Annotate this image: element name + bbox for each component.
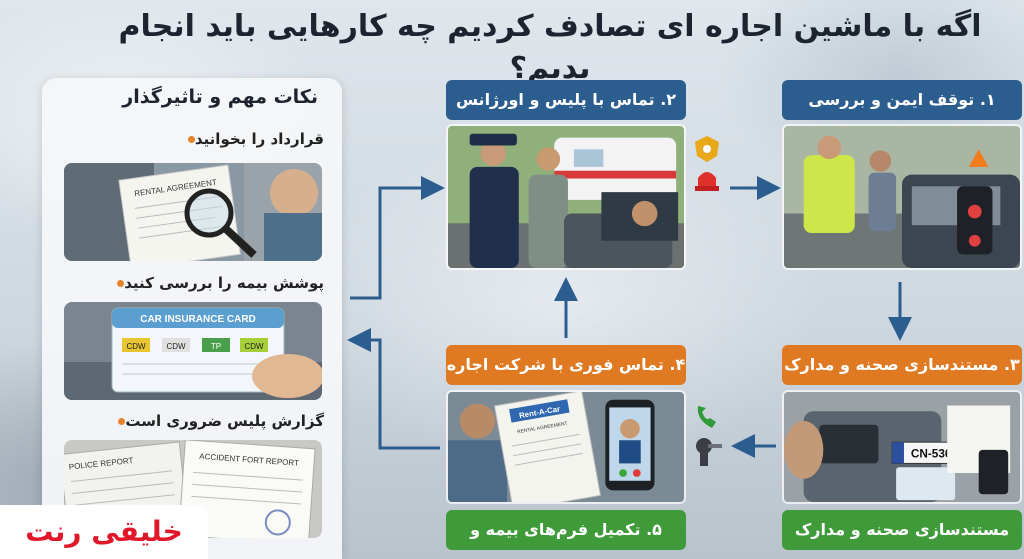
warning-triangle-icon xyxy=(968,149,989,167)
bullet-dot-icon xyxy=(187,136,195,143)
brand-logo: خلیقی رنت xyxy=(0,505,208,559)
contact-icons xyxy=(696,406,722,466)
stamp-icon xyxy=(264,509,291,536)
svg-text:CDW: CDW xyxy=(126,342,146,351)
insurance-card-heading: CAR INSURANCE CARD xyxy=(140,314,256,325)
step-4-header: ۴. تماس فوری با شرکت اجاره xyxy=(446,345,686,385)
step-3-header: ۳. مستندسازی صحنه و مدارک xyxy=(782,345,1022,385)
step-1-image xyxy=(782,124,1022,270)
magnifier-icon xyxy=(184,188,234,238)
id-card-icon xyxy=(896,467,956,501)
tip-label: قرارداد را بخوانید xyxy=(194,130,324,148)
tip-label: پوشش بیمه را بررسی کنید xyxy=(124,274,324,292)
end-call-icon xyxy=(632,469,641,477)
step-3-image: CN-53611 xyxy=(782,390,1022,504)
step-2-header: ۲. تماس با پلیس و اورژانس xyxy=(446,80,686,120)
step-5-header: ۵. تکمیل فرم‌های بیمه و گزارش xyxy=(446,510,686,550)
police-cap-icon xyxy=(469,133,517,146)
car-key-icon xyxy=(696,438,712,454)
insurance-card-image: CAR INSURANCE CARD CDW CDW TP CDW xyxy=(64,302,322,400)
arrow-tips-to-step2 xyxy=(350,176,445,300)
tip-check-insurance: پوشش بیمه را بررسی کنید xyxy=(52,274,324,292)
siren-icon xyxy=(698,172,716,186)
tip-read-contract: قرارداد را بخوانید xyxy=(52,130,324,148)
arrow-step4-to-tips xyxy=(347,328,440,450)
accept-call-icon xyxy=(619,469,627,477)
tip-label: گزارش پلیس ضروری است xyxy=(125,412,324,430)
tips-title: نکات مهم و تاثیرگذار xyxy=(122,86,318,108)
svg-text:CDW: CDW xyxy=(244,342,264,351)
svg-text:TP: TP xyxy=(211,342,221,351)
step-2-image xyxy=(446,124,686,270)
contract-image: RENTAL AGREEMENT xyxy=(64,163,322,261)
tip-police-report: گزارش پلیس ضروری است xyxy=(52,412,324,430)
emergency-icons xyxy=(695,136,719,191)
camera-phone-icon xyxy=(819,424,879,464)
step-6-header: مستندسازی صحنه و مدارک xyxy=(782,510,1022,550)
page-title: اگه با ماشین اجاره ای تصادف کردیم چه کار… xyxy=(118,9,982,86)
svg-text:CDW: CDW xyxy=(166,342,186,351)
bullet-dot-icon xyxy=(117,280,125,287)
bullet-dot-icon xyxy=(118,418,126,425)
phone-ring-icon xyxy=(697,406,716,428)
step-4-image: Rent-A-Car RENTAL AGREEMENT xyxy=(446,390,686,504)
phone-call-icon xyxy=(967,204,982,219)
